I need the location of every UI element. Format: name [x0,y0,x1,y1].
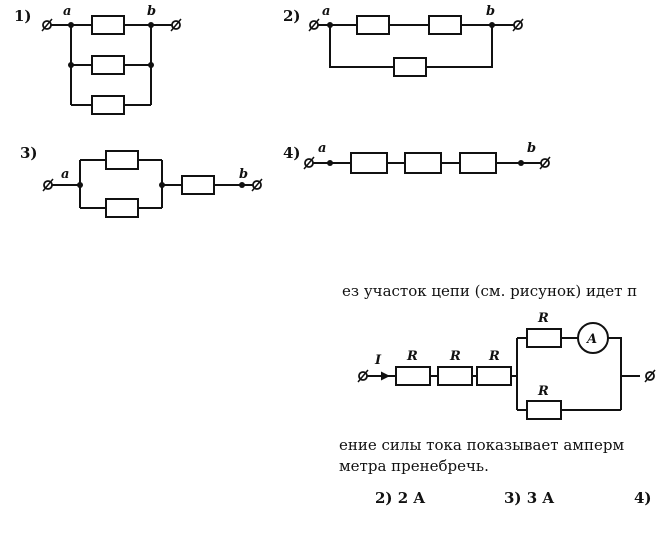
answer-option-3: 3) 3 A [504,489,554,507]
circuit-3-label-a: a [61,167,69,182]
resistor-icon [459,152,497,174]
resistor-icon [476,366,512,386]
circuit-4-label-a: a [318,141,326,156]
resistor-icon [356,15,390,35]
circuit-4-number: 4) [283,144,301,162]
circuit-1: 1) a b [14,4,182,115]
resistor-label-top: R [537,311,549,326]
resistor-icon [105,198,139,218]
resistor-icon [91,15,125,35]
circuit-4: 4) a b [283,141,551,174]
problem-text-line-2: ение силы тока показывает амперм [339,436,624,454]
resistor-label-r3: R [488,349,500,364]
resistor-icon [404,152,442,174]
circuit-1-label-b: b [147,4,156,19]
resistor-icon [350,152,388,174]
resistor-icon [181,175,215,195]
circuit-3: 3) a b [20,144,263,218]
resistor-icon [395,366,431,386]
resistor-icon [526,400,562,420]
resistor-icon [105,150,139,170]
problem-text-line-1: ез участок цепи (см. рисунок) идет п [342,282,637,300]
current-arrow-icon [381,371,390,381]
terminal-icon [645,371,655,381]
resistor-icon [526,328,562,348]
resistor-icon [437,366,473,386]
resistor-icon [428,15,462,35]
circuit-2: 2) a b [283,4,524,77]
resistor-icon [91,55,125,75]
resistor-icon [393,57,427,77]
circuit-3-label-b: b [239,167,248,182]
resistor-label-r2: R [449,349,461,364]
ammeter-label: A [585,332,597,347]
circuit-1-label-a: a [63,4,71,19]
resistor-label-bottom: R [537,384,549,399]
current-label: I [374,353,382,368]
circuit-4-label-b: b [527,141,536,156]
circuit-2-number: 2) [283,7,301,25]
ammeter-icon [577,322,609,354]
circuit-2-label-b: b [486,4,495,19]
answer-option-2: 2) 2 A [375,489,425,507]
resistor-label-r1: R [406,349,418,364]
problem-text-line-3: метра пренебречь. [339,457,489,475]
circuit-1-number: 1) [14,7,32,25]
answer-option-4: 4) [634,489,652,507]
problem-circuit: I R R R R R A [357,311,656,420]
circuit-2-label-a: a [322,4,330,19]
resistor-icon [91,95,125,115]
circuit-3-number: 3) [20,144,38,162]
